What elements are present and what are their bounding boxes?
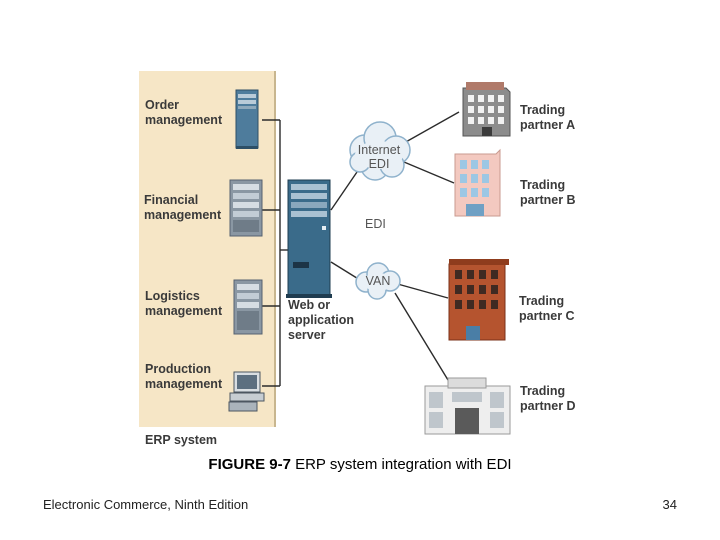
internet-edi-cloud-icon bbox=[349, 121, 411, 181]
trading-partner-b: Trading partner B bbox=[520, 178, 576, 208]
partner-label-line2: partner C bbox=[519, 309, 575, 323]
van-cloud-icon bbox=[355, 262, 401, 300]
partner-label-line2: partner B bbox=[520, 193, 576, 207]
server-label-line3: server bbox=[288, 328, 326, 342]
erp-module-logistics: Logistics management bbox=[145, 289, 222, 319]
partner-label-line1: Trading bbox=[520, 103, 566, 117]
building-b-icon bbox=[454, 148, 501, 217]
erp-module-production: Production management bbox=[145, 362, 222, 392]
partner-label-line1: Trading bbox=[519, 294, 565, 308]
figure-title: ERP system integration with EDI bbox=[290, 456, 512, 473]
module-label-line2: management bbox=[145, 113, 223, 127]
erp-system-label: ERP system bbox=[145, 433, 218, 447]
module-label-line1: Order bbox=[145, 98, 180, 112]
module-label-line2: management bbox=[145, 377, 223, 391]
module-label-line2: management bbox=[145, 304, 223, 318]
partner-label-line1: Trading bbox=[520, 384, 566, 398]
module-label-line1: Financial bbox=[144, 193, 199, 207]
internet-label: Internet bbox=[357, 143, 401, 157]
server-label-line1: Web or bbox=[288, 298, 331, 312]
module-label-line1: Production bbox=[145, 362, 211, 376]
server-rack-icon bbox=[229, 179, 263, 237]
internet-edi-label: Internet EDI bbox=[352, 143, 406, 171]
server-label: Web or application server bbox=[288, 298, 354, 343]
trading-partner-a: Trading partner A bbox=[520, 103, 575, 133]
partner-label-line2: partner D bbox=[520, 399, 576, 413]
footer-page-number: 34 bbox=[662, 497, 677, 512]
erp-module-order: Order management bbox=[145, 98, 222, 128]
trading-partner-d: Trading partner D bbox=[520, 384, 576, 414]
server-label-line2: application bbox=[288, 313, 354, 327]
connection-lines bbox=[330, 111, 460, 381]
server-rack-icon bbox=[233, 279, 263, 335]
figure-number: FIGURE 9-7 bbox=[208, 456, 291, 473]
erp-module-financial: Financial management bbox=[144, 193, 221, 223]
erp-bus-lines bbox=[262, 119, 288, 387]
web-application-server-icon bbox=[286, 179, 332, 298]
building-d-icon bbox=[424, 377, 511, 435]
module-label-line2: management bbox=[144, 208, 222, 222]
van-label: VAN bbox=[365, 274, 391, 288]
server-tower-icon bbox=[235, 89, 259, 149]
building-c-icon bbox=[448, 259, 509, 341]
building-a-icon bbox=[462, 82, 511, 137]
partner-label-line1: Trading bbox=[520, 178, 566, 192]
trading-partner-c: Trading partner C bbox=[519, 294, 575, 324]
module-label-line1: Logistics bbox=[145, 289, 200, 303]
edi-cloud-label: EDI bbox=[368, 157, 390, 171]
edi-label: EDI bbox=[365, 217, 386, 231]
figure-caption: FIGURE 9-7 ERP system integration with E… bbox=[0, 456, 720, 473]
footer-book-title: Electronic Commerce, Ninth Edition bbox=[43, 497, 249, 512]
partner-label-line2: partner A bbox=[520, 118, 576, 132]
desktop-computer-icon bbox=[228, 371, 265, 412]
